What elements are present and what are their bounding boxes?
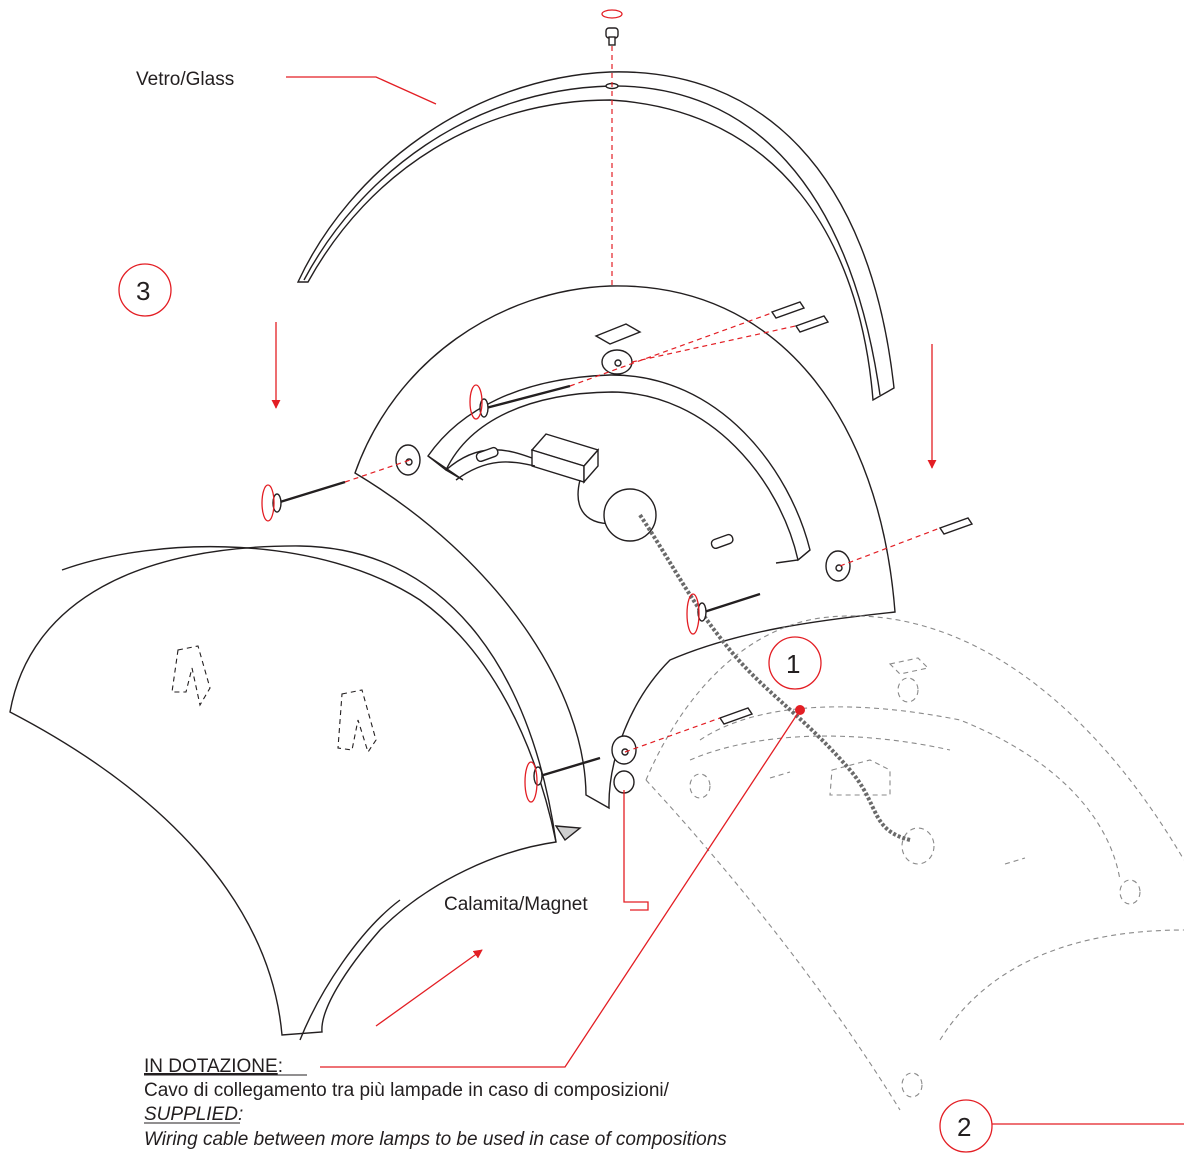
note-line-en: Wiring cable between more lamps to be us… [144,1129,727,1150]
glass-label: Vetro/Glass [136,69,234,90]
screw-icon [469,384,571,420]
bracket-icon [594,323,642,345]
magnet-icon [613,770,635,794]
lamp-body-plate [354,285,896,810]
socket-icon [603,488,657,542]
svg-text:IN DOTAZIONE:: IN DOTAZIONE: [144,1056,283,1077]
screws-and-plugs [261,301,974,803]
cable-callout [320,705,805,1068]
screw-icon [524,756,601,803]
step-badge-3: 3 [118,263,172,317]
glass-callout: Vetro/Glass [136,69,437,105]
svg-text:1: 1 [786,649,800,679]
glass-shade [296,71,895,402]
direction-arrows [271,322,937,1027]
driver-box-icon [530,433,600,484]
svg-text:3: 3 [136,276,150,306]
step-badge-1: 1 [768,636,822,690]
mounting-plate-outline [645,615,1184,1111]
svg-text:2: 2 [957,1112,971,1142]
screw-icon [686,592,761,635]
magnet-label: Calamita/Magnet [444,894,588,915]
pin-icon [475,446,734,550]
step-badge-2: 2 [939,1099,1184,1153]
note-line-it: Cavo di collegamento tra più lampade in … [144,1080,670,1101]
supplied-note: IN DOTAZIONE: Cavo di collegamento tra p… [144,1056,727,1150]
magnet-callout: Calamita/Magnet [444,790,649,915]
note-heading-it: IN DOTAZIONE [144,1056,278,1077]
back-cover [9,545,582,1041]
wall-plug-icon [718,301,974,725]
wiring-cable [638,513,911,842]
note-heading-en: SUPPLIED: [144,1104,243,1125]
washer-icon [395,349,851,765]
screw-icon [261,480,346,522]
